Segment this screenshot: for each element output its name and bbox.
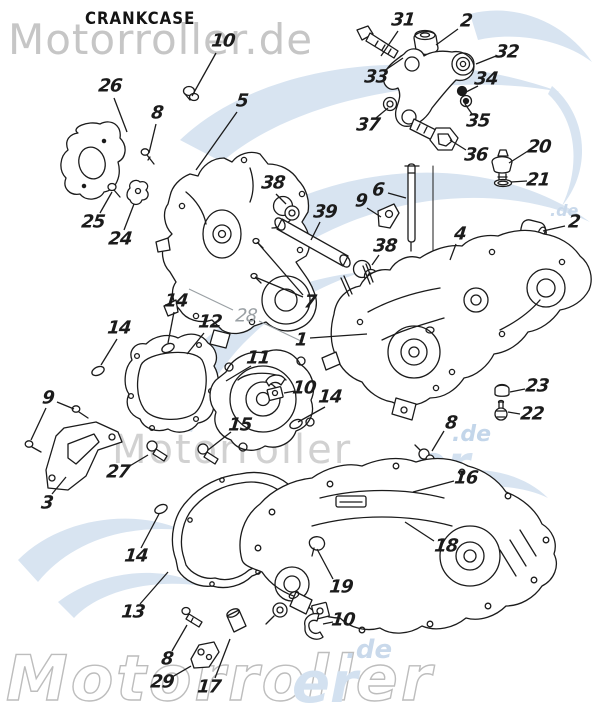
part-1-crankcase-half-drawing [321,229,592,421]
part-27-bolt-drawing [146,440,168,462]
part-37-washer [382,96,398,112]
part-engine-mount-bracket-drawing [356,25,475,151]
part-10-clamp-bottom-drawing [304,601,330,640]
part-25-screw-drawing [107,182,121,198]
part-10-clamp-mid-drawing [265,374,286,401]
leader-line-38 [275,193,287,205]
part-10-bolt-top-drawing [182,85,200,102]
leader-line-31 [380,30,399,57]
leader-line-10 [283,390,296,394]
leader-line-39 [310,221,321,241]
leader-line-8 [431,430,445,452]
leader-line-28 [188,288,234,311]
leader-line-14 [100,338,118,366]
leader-line-8 [171,624,188,652]
part-9-screws-left-drawing [24,405,89,453]
leader-line-2 [542,225,566,232]
part-19-clip-drawing [308,536,326,557]
leader-line-1 [309,333,368,339]
part-26-gasket-drawing [60,121,126,200]
part-5-crankcase-half-drawing [155,151,317,349]
part-17-pin-drawing [226,608,247,633]
leader-line-14 [140,513,160,549]
watermark-top-text: Motorroller.de [8,15,313,64]
leader-line-36 [449,139,467,151]
leader-line-7 [254,276,304,298]
leader-line-9 [56,401,75,410]
part-6-dipstick-drawing [404,163,434,333]
leader-line-2 [435,28,459,46]
leader-line-15 [207,431,232,451]
part-kick-shaft-bits-drawing [265,590,313,625]
leader-line-37 [375,107,389,119]
watermark-de-right: .de [550,201,579,220]
leader-line-6 [387,192,407,199]
leader-line-17 [214,638,231,679]
leader-line-13 [139,571,169,605]
leader-line-25 [99,191,113,214]
part-16-crankcase-cover-drawing [239,457,557,634]
part-8-bolt-bottom-drawing [181,606,203,628]
part-15-bolt-drawing [197,443,219,465]
leader-line-32 [475,55,497,65]
leader-line-20 [508,150,529,164]
part-38-bushing-left-drawing [272,195,300,221]
part-31-bolt-head [356,25,374,41]
part-36-bolt [409,118,459,151]
leader-line-24 [123,203,135,231]
part-22-drain-bolt-drawing [494,399,508,421]
leader-line-5 [195,111,238,171]
leader-line-4 [449,243,457,261]
part-34-nut [456,85,468,97]
part-14-dowel-pins-drawing [91,342,303,515]
leader-line-8 [148,123,157,154]
leader-line-21 [510,180,528,183]
part-3-bracket-drawing [45,421,123,491]
part-8-screw-top-drawing [140,148,155,165]
part-9-bracket-top-drawing [377,203,400,229]
leader-line-27 [127,454,149,468]
parts-layer [24,25,592,669]
leader-line-29 [171,665,192,678]
leader-line-16 [412,480,455,493]
part-23-washer-drawing [494,383,510,397]
part-20-oil-cap-drawing [491,149,513,182]
leader-line-22 [507,411,521,415]
leader-line-12 [186,332,205,355]
leader-line-14 [167,311,175,344]
part-24-retainer-drawing [126,179,149,206]
leader-line-14 [297,406,326,423]
part-32-bushing [451,52,475,76]
watermark-er-bottom: er [292,651,361,711]
leader-line-9 [30,407,47,441]
leader-line-19 [316,548,334,580]
watermark-de-center: .de [452,422,491,447]
leader-line-23 [509,388,526,393]
leader-line-11 [225,365,252,382]
part-29-bracket-drawing [190,641,220,669]
leader-line-10 [322,621,334,625]
diagram-title: CRANKCASE [85,8,196,29]
leader-line-10 [191,52,217,97]
leader-line-34 [465,85,479,93]
part-39-pin-drawing [274,217,351,268]
leader-line-26 [113,97,128,133]
watermark-de-bottom: .de [346,635,392,665]
leader-line-3 [51,476,67,495]
leader-line-33 [383,57,404,72]
leader-line-18 [404,521,435,542]
leader-line-28 [258,320,302,342]
part-21-o-ring-drawing [493,178,513,188]
leader-line-35 [464,103,473,115]
leader-line-7 [256,241,304,296]
leader-line-9 [366,207,382,218]
leader-line-38 [371,254,380,266]
leader-lines-layer [30,28,566,679]
